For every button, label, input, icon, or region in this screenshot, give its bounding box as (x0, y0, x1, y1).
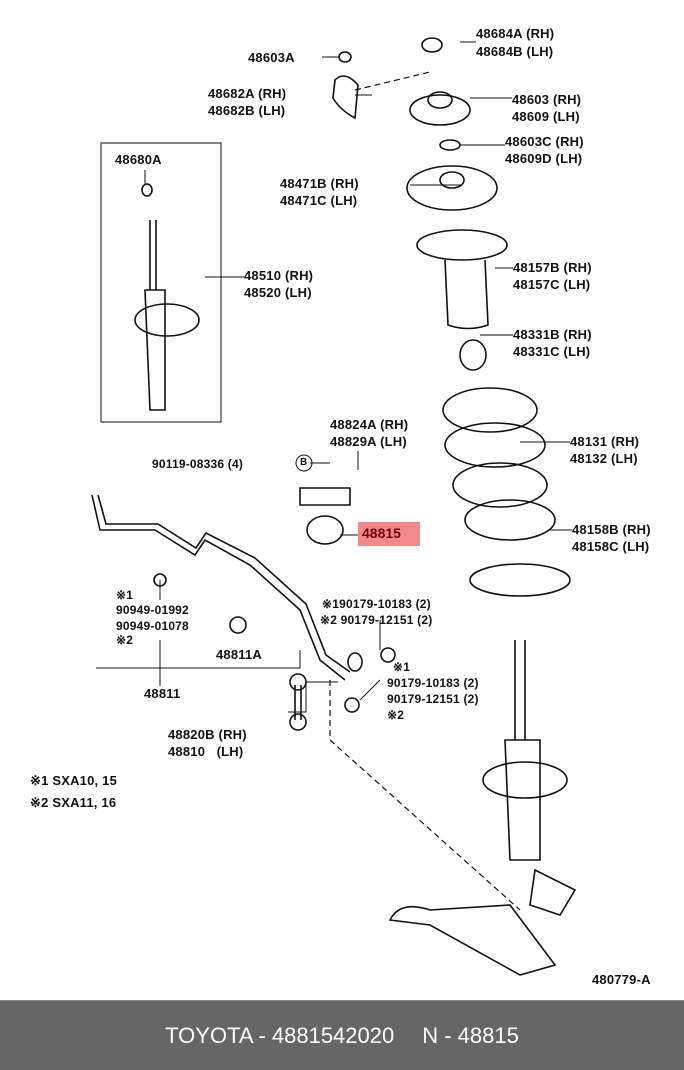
label-mark2-b: ※2 (387, 708, 405, 722)
parts-drawing (91, 37, 577, 976)
label-mark2-a: ※2 (116, 633, 134, 647)
footer-bar: TOYOTA - 4881542020 N - 48815 (0, 1000, 684, 1070)
label-48131: 48131 (RH) (570, 434, 640, 449)
label-48684B: 48684B (LH) (476, 44, 554, 59)
note-2: ※2 SXA11, 16 (30, 795, 117, 810)
note-1: ※1 SXA10, 15 (30, 773, 118, 788)
circle-b-marker (295, 454, 313, 472)
label-48331C: 48331C (LH) (513, 344, 591, 359)
label-48829A: 48829A (LH) (330, 434, 407, 449)
label-48603C: 48603C (RH) (505, 134, 584, 149)
label-48331B: 48331B (RH) (513, 327, 592, 342)
label-48520: 48520 (LH) (244, 285, 312, 300)
label-48158B: 48158B (RH) (572, 522, 651, 537)
footer-ref: N - 48815 (422, 1022, 519, 1048)
label-90179-12151-top: ※2 90179-12151 (2) (320, 613, 433, 627)
label-48471C: 48471C (LH) (280, 193, 358, 208)
label-48680A: 48680A (115, 152, 162, 167)
diagram-id: 480779-A (592, 972, 651, 987)
label-48824A: 48824A (RH) (330, 417, 409, 432)
label-90119-08336: 90119-08336 (4) (152, 457, 244, 471)
label-48811: 48811 (144, 686, 181, 701)
label-mark1-b: ※1 (393, 660, 411, 674)
label-48157B: 48157B (RH) (513, 260, 592, 275)
label-48609: 48609 (LH) (512, 109, 580, 124)
highlighted-part-48815[interactable]: 48815 (358, 522, 420, 546)
label-90179-10183-top: ※190179-10183 (2) (322, 597, 431, 611)
label-90179-12151-bot: 90179-12151 (2) (387, 692, 479, 706)
label-48471B: 48471B (RH) (280, 176, 359, 191)
label-48811A: 48811A (216, 647, 263, 662)
shock-absorber-frame (100, 142, 222, 423)
label-48603A: 48603A (248, 50, 295, 65)
label-48158C: 48158C (LH) (572, 539, 650, 554)
label-48682B: 48682B (LH) (208, 103, 286, 118)
label-48820B: 48820B (RH) (168, 727, 247, 742)
label-48682A: 48682A (RH) (208, 86, 287, 101)
label-90179-10183-bot: 90179-10183 (2) (387, 676, 479, 690)
label-mark1-a: ※1 (116, 588, 134, 602)
label-48609D: 48609D (LH) (505, 151, 583, 166)
label-90949-01078: 90949-01078 (116, 619, 189, 633)
label-48510: 48510 (RH) (244, 268, 314, 283)
label-90949-01992: 90949-01992 (116, 603, 189, 617)
footer-part-number: TOYOTA - 4881542020 (165, 1022, 395, 1048)
label-48157C: 48157C (LH) (513, 277, 591, 292)
label-48684A: 48684A (RH) (476, 26, 555, 41)
label-48132: 48132 (LH) (570, 451, 638, 466)
parts-diagram: 48603A 48684A (RH) 48684B (LH) 48682A (R… (30, 26, 651, 987)
label-48815: 48815 (362, 525, 401, 541)
label-48603: 48603 (RH) (512, 92, 582, 107)
circle-b-label: B (300, 457, 308, 468)
label-48810: 48810 (LH) (168, 744, 244, 759)
